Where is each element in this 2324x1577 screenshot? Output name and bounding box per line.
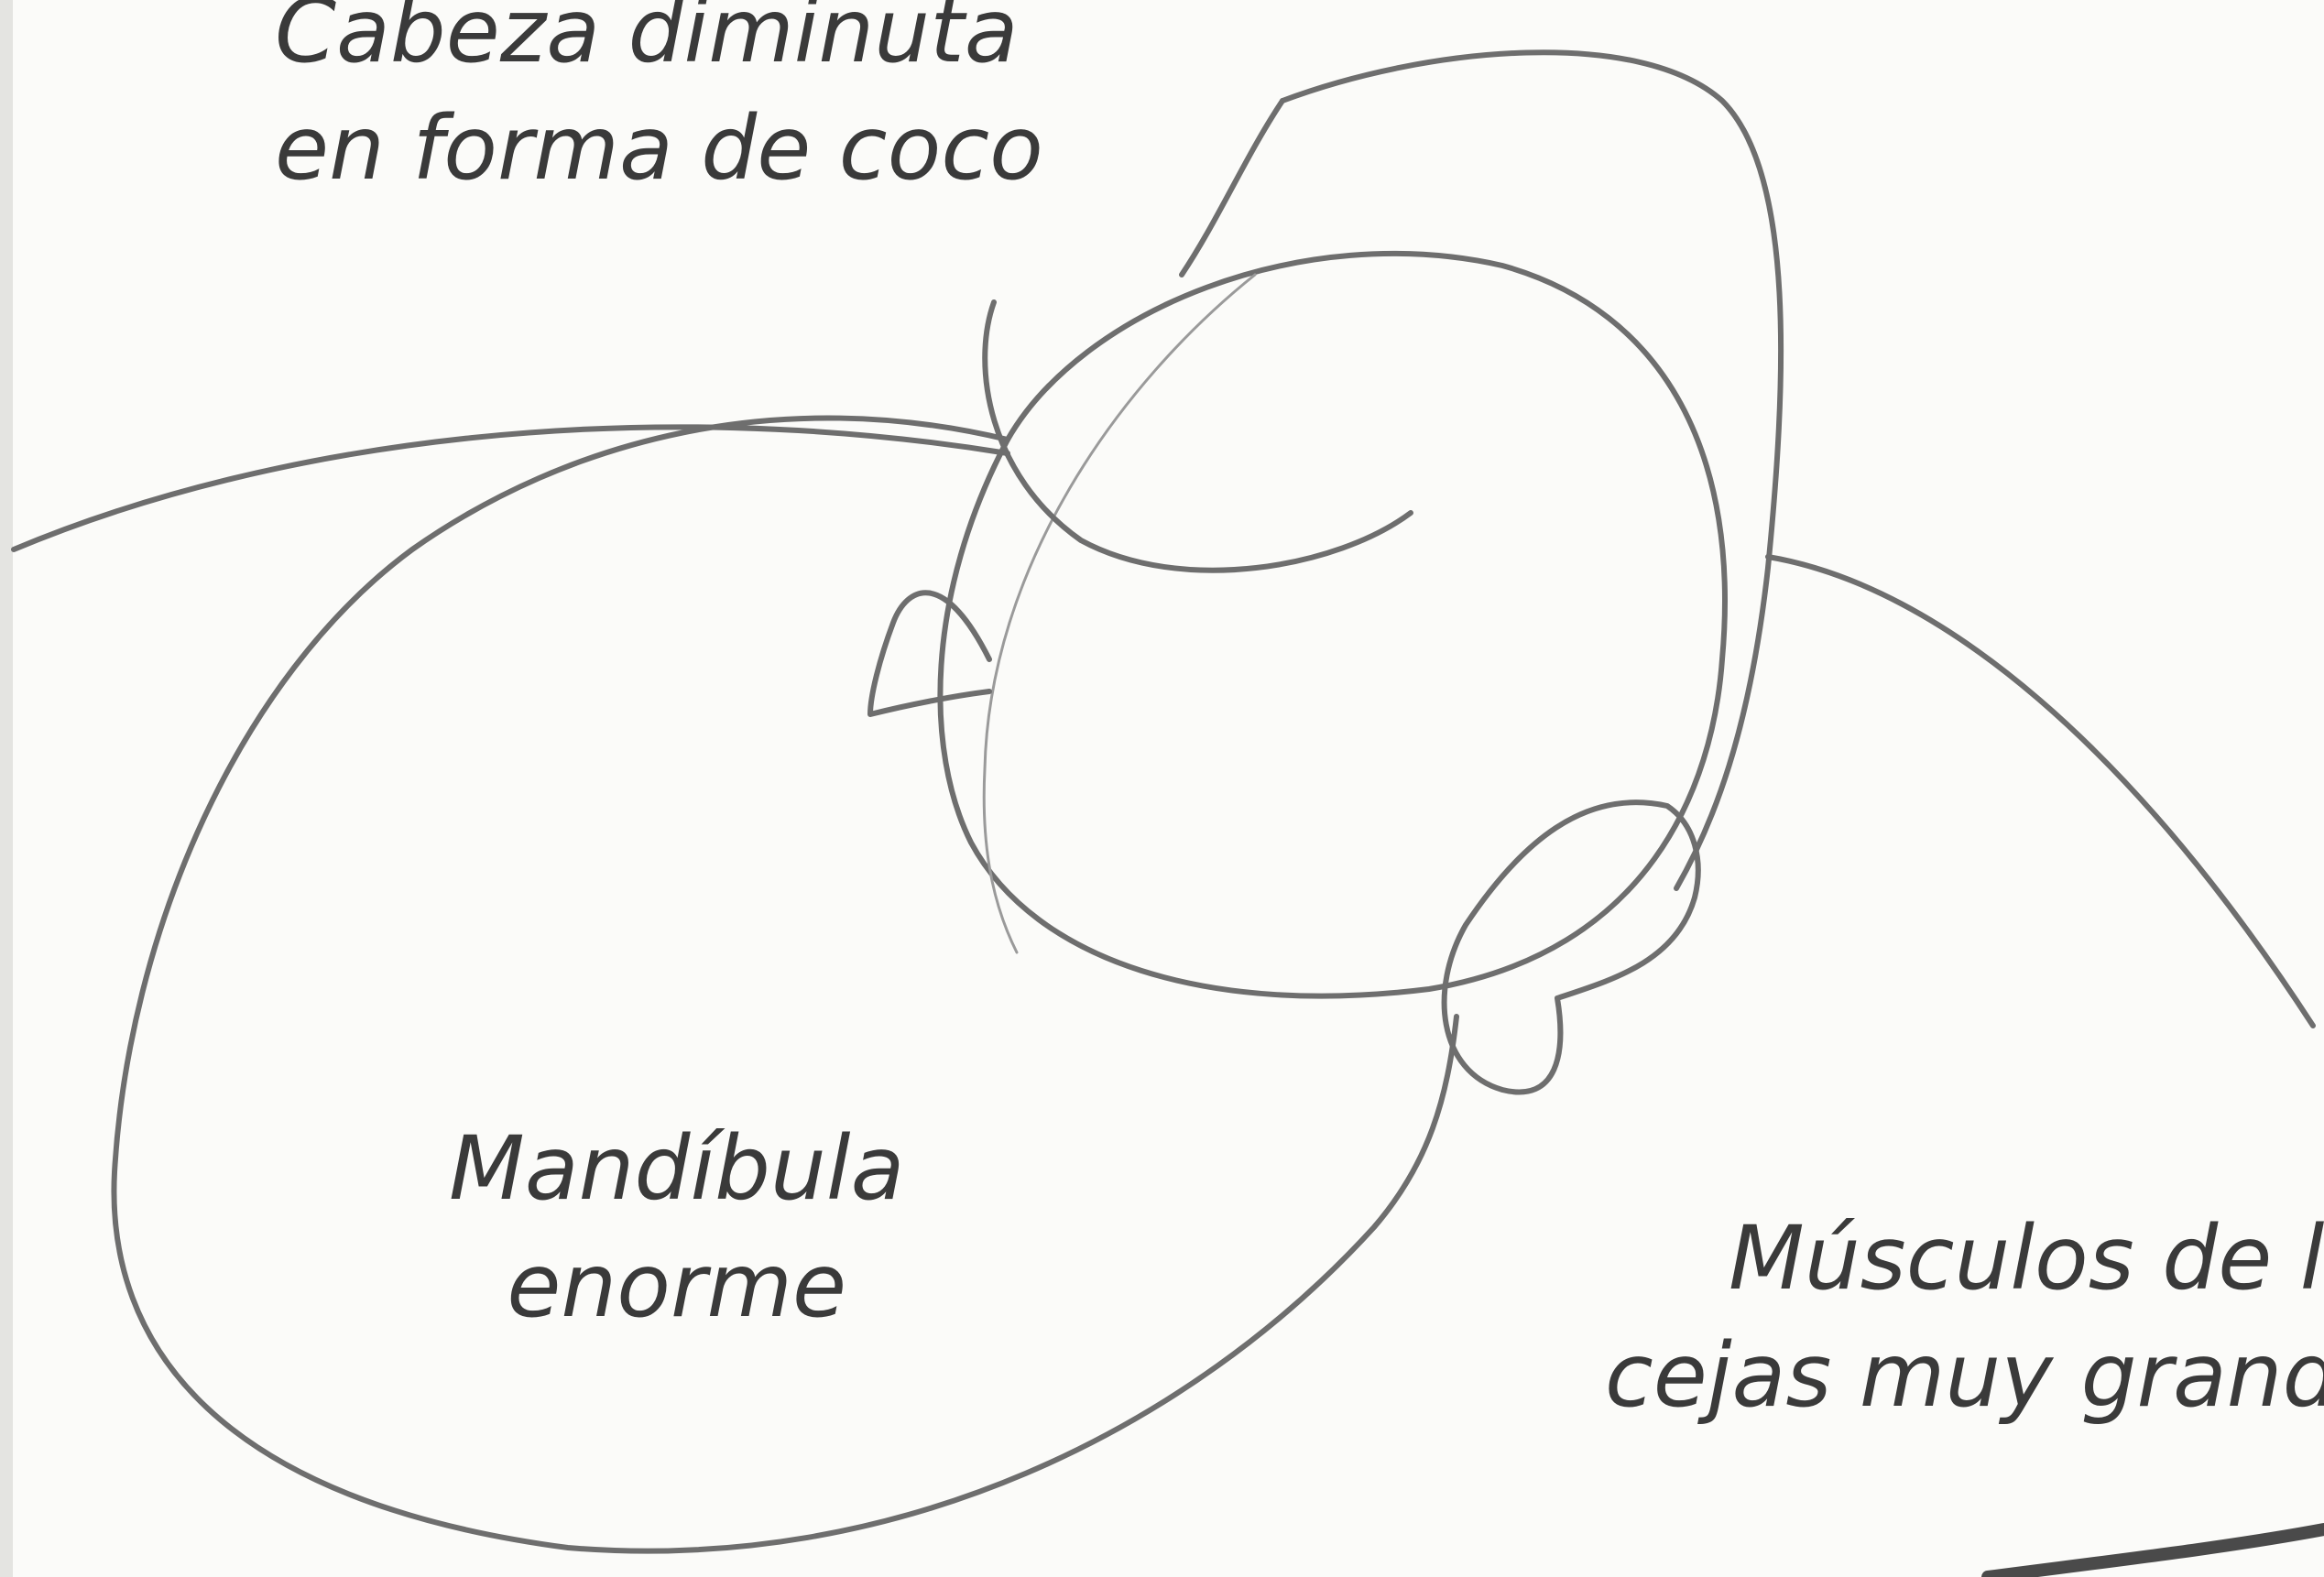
inner-guide — [984, 275, 1255, 952]
label-huge-jaw-line2: enorme — [449, 1227, 904, 1344]
cranium-left — [1182, 101, 1282, 275]
bottom-right-stroke — [1988, 1529, 2324, 1577]
coconut-head — [940, 254, 1725, 996]
right-contour — [1768, 557, 2313, 1026]
label-tiny-head: Cabeza diminuta en forma de coco — [275, 0, 1043, 207]
ear-shape — [870, 593, 989, 714]
label-brow-muscles: Músculos de l cejas muy grand — [1605, 1200, 2324, 1434]
jaw-outline — [114, 418, 1457, 1550]
label-brow-muscles-line2: cejas muy grand — [1605, 1317, 2324, 1434]
brow-muscle — [1445, 802, 1698, 1092]
label-tiny-head-line1: Cabeza diminuta — [275, 0, 1043, 90]
label-huge-jaw: Mandíbula enorme — [449, 1110, 904, 1344]
label-brow-muscles-line1: Músculos de l — [1605, 1200, 2324, 1317]
eye-line — [985, 302, 1411, 571]
label-huge-jaw-line1: Mandíbula — [449, 1110, 904, 1227]
label-tiny-head-line2: en forma de coco — [275, 90, 1043, 207]
